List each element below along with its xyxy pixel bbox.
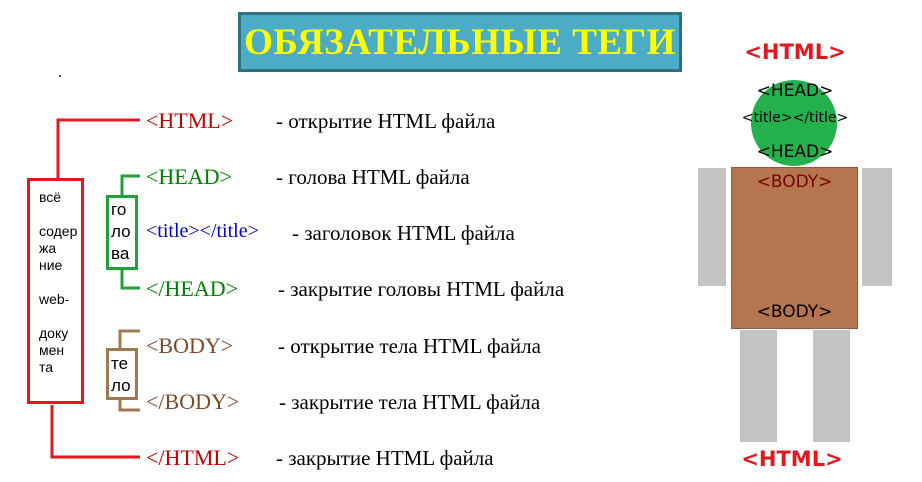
robot-html-bottom-label: <HTML> [741, 447, 843, 471]
head-open-tag: <HEAD> [146, 164, 232, 189]
document-label-line [39, 274, 81, 291]
document-bracket-top [56, 118, 140, 178]
head-close-desc: - закрытие головы HTML файла [278, 277, 565, 301]
robot-left-arm [698, 168, 726, 286]
body-label-line: ло [111, 376, 131, 395]
body-label-line: те [111, 354, 129, 373]
head-label-line: ва [111, 244, 130, 263]
stray-dot: . [58, 64, 62, 81]
body-open-desc: - открытие тела HTML файла [278, 334, 541, 358]
body-close-desc: - закрытие тела HTML файла [279, 390, 541, 414]
document-label-line [39, 206, 81, 223]
head-box-label: го ло ва [109, 198, 135, 265]
document-label-line: мен [39, 342, 65, 358]
robot-body [731, 167, 858, 329]
head-label-line: го [111, 200, 127, 219]
head-label-line: ло [111, 222, 131, 241]
document-label-line: web- [39, 291, 70, 307]
document-label-line [39, 308, 81, 325]
robot-left-leg [740, 330, 777, 442]
html-close-tag: </HTML> [146, 445, 240, 470]
robot-body-close-label: <BODY> [756, 302, 833, 322]
body-bracket-top [118, 329, 140, 348]
document-bracket-bottom [50, 405, 140, 459]
document-label-line: жа [39, 240, 57, 256]
html-open-tag: <HTML> [146, 108, 234, 133]
robot-body-open-label: <BODY> [756, 172, 833, 192]
body-open-tag: <BODY> [146, 333, 234, 358]
document-label-line: всё [39, 189, 62, 205]
head-bracket-top [120, 174, 140, 195]
head-open-desc: - голова HTML файла [276, 165, 470, 189]
page-title: ОБЯЗАТЕЛЬНЫЕ ТЕГИ [244, 21, 676, 63]
html-close-desc: - закрытие HTML файла [276, 446, 494, 470]
document-label-line: доку [39, 325, 69, 341]
head-bracket-bottom [120, 270, 140, 290]
document-label-line: содер [39, 223, 78, 239]
body-box-label: те ло [109, 351, 135, 397]
robot-title-label: <title></title> [741, 110, 849, 126]
title-banner: ОБЯЗАТЕЛЬНЫЕ ТЕГИ [238, 12, 682, 72]
head-close-tag: </HEAD> [146, 276, 239, 301]
robot-head-close-label: <HEAD> [756, 142, 834, 162]
html-open-desc: - открытие HTML файла [276, 109, 496, 133]
title-tag: <title></title> [146, 220, 259, 242]
robot-right-leg [813, 330, 850, 442]
document-label-line: ние [39, 257, 63, 273]
document-label-line: та [39, 359, 54, 375]
body-box: те ло [106, 348, 138, 400]
body-bracket-bottom [118, 400, 140, 412]
robot-html-top-label: <HTML> [744, 40, 846, 64]
robot-right-arm [862, 168, 892, 286]
robot-head [751, 80, 837, 166]
title-desc: - заголовок HTML файла [292, 221, 515, 245]
robot-head-open-label: <HEAD> [756, 81, 834, 101]
head-box: го ло ва [106, 195, 138, 270]
body-close-tag: </BODY> [146, 389, 240, 414]
